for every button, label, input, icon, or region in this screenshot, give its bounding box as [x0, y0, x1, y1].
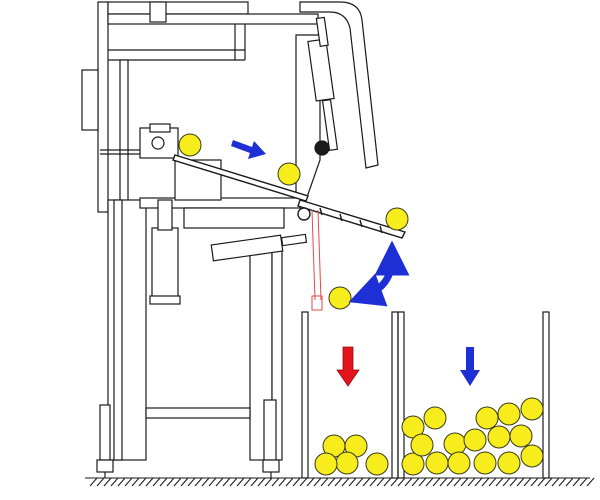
ball-icon [473, 451, 497, 475]
curved-arrow-icon [348, 240, 410, 307]
red-arrow-icon [336, 346, 360, 387]
ball-icon [497, 451, 521, 475]
ball-icon [447, 451, 471, 475]
ball-icon [335, 451, 359, 475]
ball-icon [423, 406, 447, 430]
balls [178, 133, 544, 476]
ramps [172, 154, 406, 239]
ball-icon [520, 444, 544, 468]
ball-icon [401, 452, 425, 476]
ball-icon [328, 286, 352, 310]
collection-bins [301, 311, 550, 479]
ball-icon [487, 425, 511, 449]
right-bin [397, 311, 550, 479]
blue-arrow-icon [231, 140, 266, 159]
ball-icon [443, 432, 467, 456]
machine-frame [81, 1, 379, 478]
ball-icon [509, 424, 533, 448]
ball-icon [425, 451, 449, 475]
pneumatic-cylinders [100, 16, 339, 305]
ball-icon [314, 452, 338, 476]
blue-arrow-icon [460, 347, 480, 386]
reject-guide [311, 209, 323, 311]
ball-icon [385, 207, 409, 231]
ball-icon [520, 397, 544, 421]
ball-icon [475, 406, 499, 430]
ball-icon [178, 133, 202, 157]
ball-icon [410, 433, 434, 457]
ball-icon [365, 452, 389, 476]
ball-icon [277, 162, 301, 186]
ball-icon [463, 428, 487, 452]
ground [85, 477, 595, 487]
ball-icon [497, 402, 521, 426]
